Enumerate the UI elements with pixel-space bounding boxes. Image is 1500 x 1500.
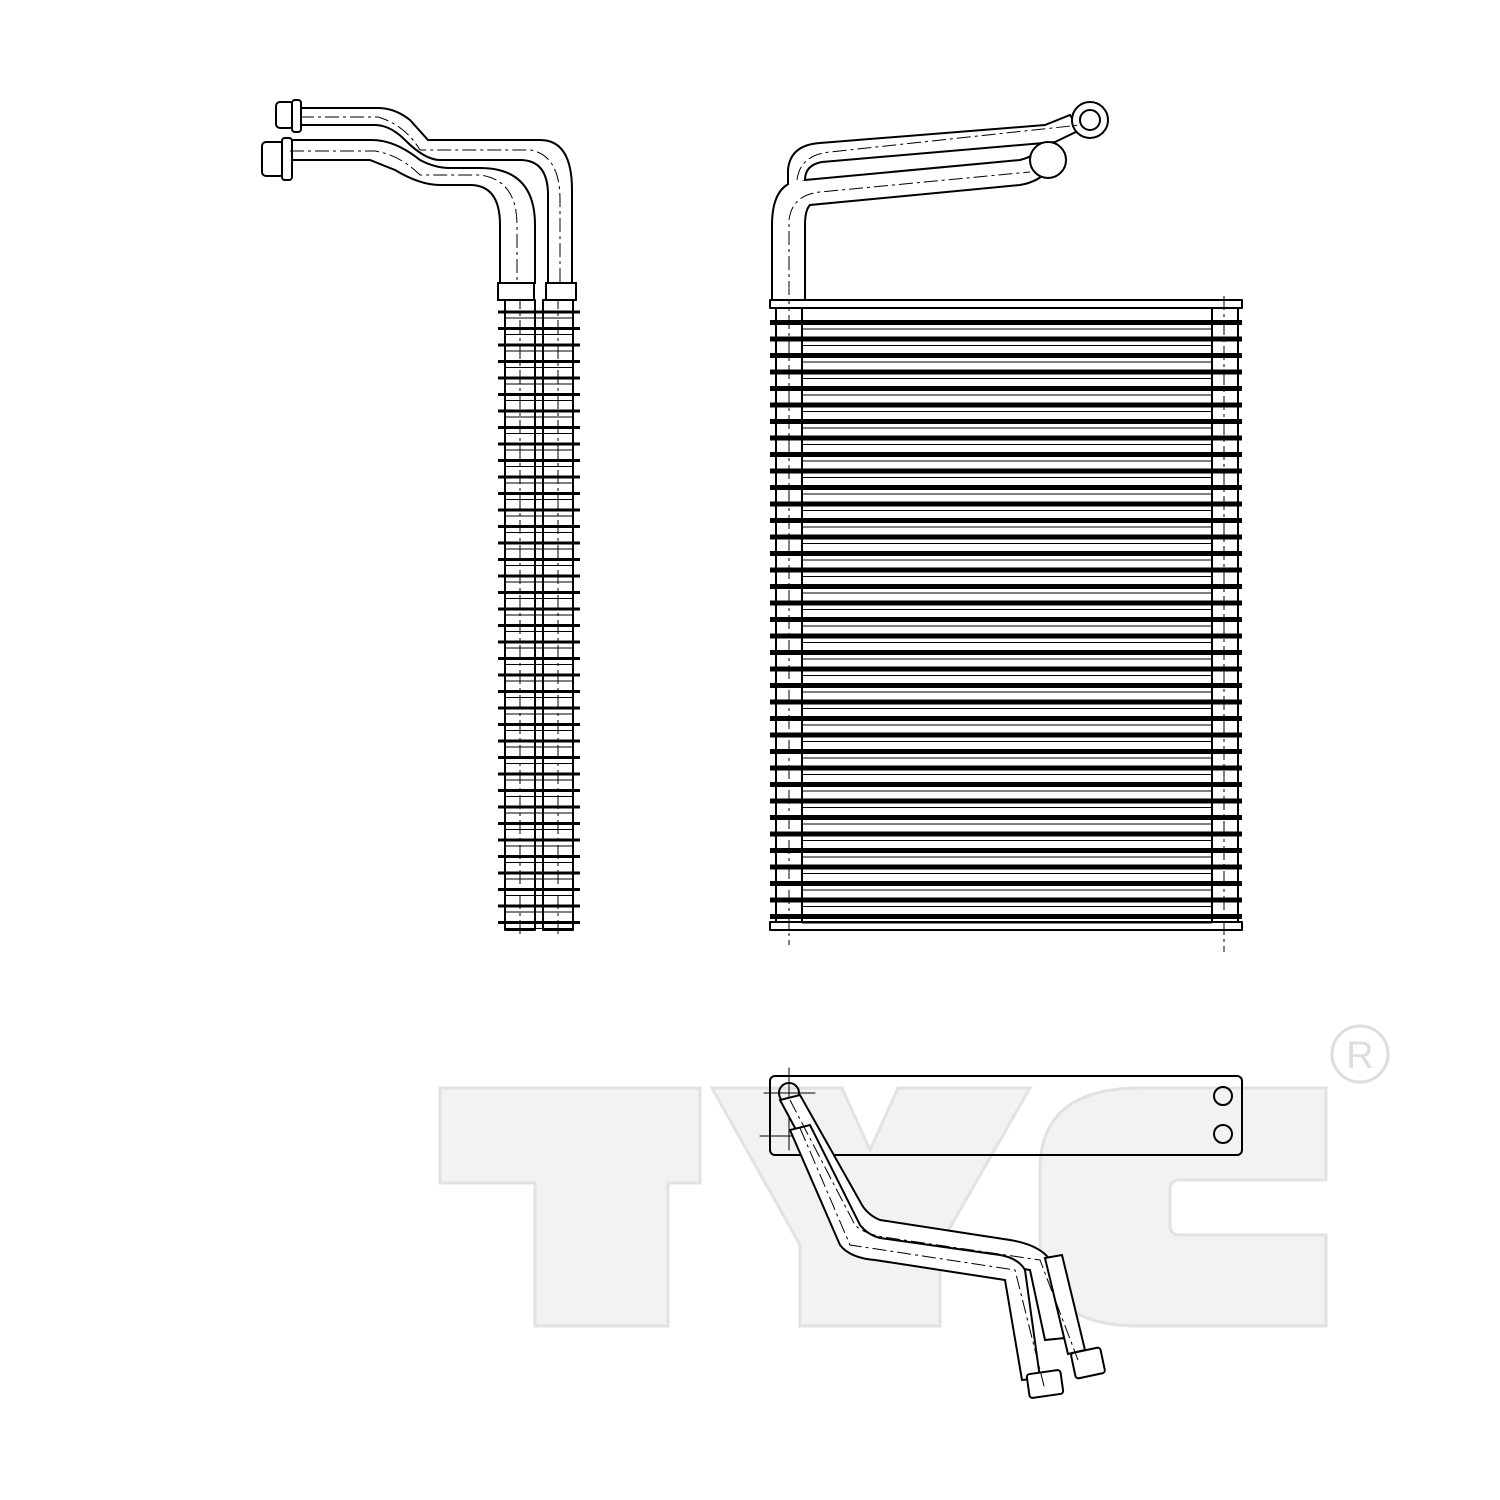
tube	[770, 518, 1242, 523]
tube	[770, 782, 1242, 787]
tube	[770, 633, 1242, 639]
tube	[770, 567, 1242, 573]
tube	[770, 501, 1242, 507]
tyc-watermark-logo	[438, 1086, 1328, 1328]
tube	[770, 353, 1242, 358]
tube	[770, 435, 1242, 441]
front-view	[769, 101, 1243, 952]
tube	[770, 584, 1242, 589]
tube	[770, 864, 1242, 870]
tube	[770, 402, 1242, 408]
tube	[770, 914, 1242, 919]
tube	[770, 534, 1242, 540]
top-view	[759, 1067, 1243, 1399]
tube	[770, 699, 1242, 705]
tube	[770, 336, 1242, 342]
tube	[770, 881, 1242, 886]
tube	[770, 897, 1242, 903]
tube	[770, 716, 1242, 721]
tube	[770, 666, 1242, 672]
tube	[770, 485, 1242, 490]
tube	[770, 848, 1242, 853]
tube	[770, 815, 1242, 820]
tube	[770, 732, 1242, 738]
tube	[770, 386, 1242, 391]
tube	[770, 551, 1242, 556]
registered-mark-text: R	[1346, 1035, 1373, 1077]
tube	[770, 419, 1242, 424]
tube	[770, 798, 1242, 804]
tube	[770, 749, 1242, 754]
tube	[770, 831, 1242, 837]
tube	[770, 765, 1242, 771]
tube	[770, 369, 1242, 375]
tube	[770, 617, 1242, 622]
tube	[770, 452, 1242, 457]
registered-mark-icon: R	[1330, 1024, 1390, 1084]
tube	[770, 600, 1242, 606]
side-view	[261, 99, 580, 935]
tube	[770, 320, 1242, 325]
tube	[770, 650, 1242, 655]
tube	[770, 468, 1242, 474]
tube	[770, 683, 1242, 688]
